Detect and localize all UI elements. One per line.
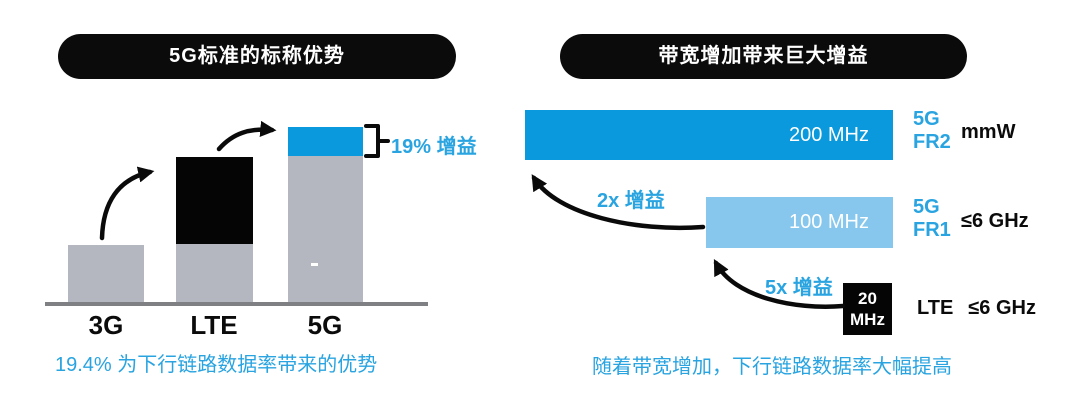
- tech-label-5g-fr1: 5G FR1: [913, 196, 951, 242]
- arrow-lte-to-5g-icon: [216, 120, 277, 152]
- bar-5g-dash-mark: [311, 263, 318, 266]
- left-panel-title: 5G标准的标称优势: [58, 34, 456, 79]
- gain-19-label: 19% 增益: [391, 136, 477, 158]
- right-panel-title: 带宽增加带来巨大增益: [560, 34, 967, 79]
- gain-2x-label: 2x 增益: [597, 190, 665, 212]
- axis-label-5g: 5G: [307, 310, 343, 340]
- axis-label-3g: 3G: [88, 310, 124, 340]
- box-20-value-bottom: MHz: [850, 310, 885, 329]
- freq-label-sub6-fr1: ≤6 GHz: [961, 210, 1029, 232]
- bar-5g-blue-gain: [288, 127, 363, 156]
- box-20-value-top: 20: [858, 288, 877, 308]
- bar-3g-gray: [68, 245, 144, 302]
- bar-lte-gray: [176, 244, 253, 302]
- freq-label-mmw: mmW: [961, 121, 1016, 143]
- freq-label-sub6-lte: ≤6 GHz: [968, 297, 1036, 319]
- arrow-3g-to-lte-icon: [99, 166, 155, 241]
- tech-label-5g-fr2: 5G FR2: [913, 108, 951, 154]
- axis-label-lte: LTE: [190, 310, 238, 340]
- bar-5g-gray: [288, 156, 363, 302]
- tech-5g-fr2-line2: FR2: [913, 131, 951, 153]
- tech-label-lte: LTE: [917, 297, 954, 319]
- bandwidth-box-20mhz: 20 MHz: [843, 283, 892, 335]
- tech-5g-fr2-line1: 5G: [913, 108, 940, 130]
- left-caption: 19.4% 为下行链路数据率带来的优势: [55, 354, 378, 376]
- gain-bracket-icon: [364, 124, 390, 158]
- bandwidth-bar-200mhz: 200 MHz: [525, 110, 893, 160]
- bar-lte-black: [176, 157, 253, 244]
- x-axis-baseline: [45, 302, 428, 306]
- tech-5g-fr1-line1: 5G: [913, 196, 940, 218]
- lte-row-label: LTE ≤6 GHz: [917, 297, 1036, 320]
- right-caption: 随着带宽增加，下行链路数据率大幅提高: [592, 356, 952, 378]
- bandwidth-bar-100mhz: 100 MHz: [706, 197, 893, 248]
- tech-5g-fr1-line2: FR1: [913, 219, 951, 241]
- gain-5x-label: 5x 增益: [765, 277, 833, 299]
